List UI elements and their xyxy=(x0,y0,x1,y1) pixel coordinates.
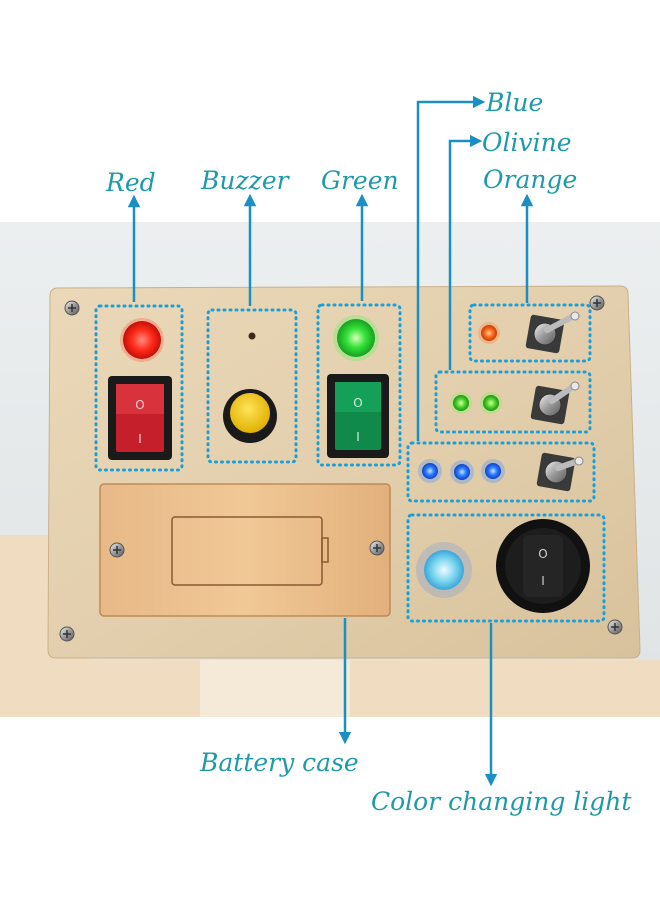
switch-on-mark: I xyxy=(138,432,142,446)
label-green: Green xyxy=(321,166,399,195)
toggle-switch-icon[interactable] xyxy=(525,311,580,354)
screw-icon xyxy=(59,626,75,642)
wooden-base xyxy=(0,535,660,717)
label-blue: Blue xyxy=(486,88,544,117)
annotation-arrows xyxy=(127,95,534,787)
buzzer-push-button[interactable] xyxy=(223,389,277,443)
label-red: Red xyxy=(106,168,156,197)
board-stand xyxy=(200,660,350,717)
switch-off-mark: O xyxy=(538,547,547,561)
label-orange: Orange xyxy=(483,165,578,194)
screw-icon xyxy=(64,300,80,316)
buzzer-hole xyxy=(248,332,256,340)
blue-led xyxy=(418,459,442,483)
switch-off-mark: O xyxy=(135,398,144,412)
blue-led xyxy=(450,460,474,484)
olivine-led xyxy=(480,392,502,414)
round-rocker-switch-icon[interactable]: O I xyxy=(496,519,590,613)
green-led xyxy=(333,315,379,361)
screw-icon xyxy=(109,542,125,558)
red-rocker-switch[interactable]: O I xyxy=(108,376,172,460)
blue-led xyxy=(481,459,505,483)
label-battery-case: Battery case xyxy=(200,748,359,777)
screw-icon xyxy=(589,295,605,311)
arrow-blue xyxy=(416,95,486,441)
color-changing-led xyxy=(416,542,472,598)
battery-case[interactable] xyxy=(99,483,391,617)
green-rocker-switch[interactable]: O I xyxy=(327,374,389,458)
switch-off-mark: O xyxy=(353,396,362,410)
toggle-switch-icon[interactable] xyxy=(530,381,580,425)
red-led xyxy=(120,318,164,362)
orange-led xyxy=(478,322,500,344)
arrow-olivine xyxy=(448,134,483,370)
label-olivine: Olivine xyxy=(482,128,572,157)
olivine-led xyxy=(450,392,472,414)
label-color-changing-light: Color changing light xyxy=(371,787,632,816)
switch-on-mark: I xyxy=(356,430,360,444)
toggle-switch-icon[interactable] xyxy=(536,452,584,492)
switch-on-mark: I xyxy=(541,574,545,588)
group-outlines xyxy=(94,303,606,623)
label-buzzer: Buzzer xyxy=(201,166,289,195)
screw-icon xyxy=(369,540,385,556)
screw-icon xyxy=(607,619,623,635)
